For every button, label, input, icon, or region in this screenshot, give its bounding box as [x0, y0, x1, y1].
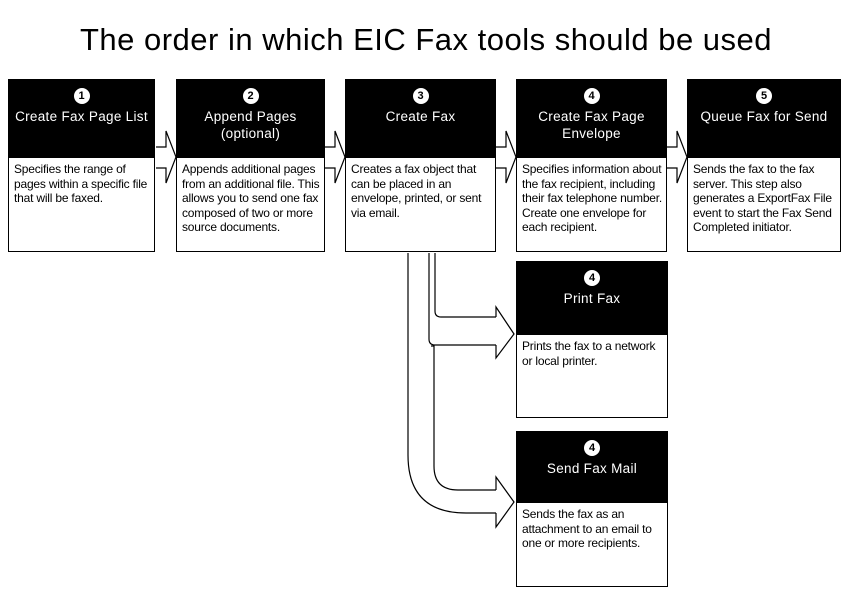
print-fax-pipe-outer [428, 253, 496, 346]
send-fax-mail-number: 4 [588, 442, 596, 454]
step3-header: 3 Create Fax [346, 80, 495, 158]
send-fax-mail-title: Send Fax Mail [546, 461, 638, 476]
print-fax-pipe-inner [434, 253, 496, 318]
connector-create-fax-to-print-fax [428, 253, 515, 360]
step-box-queue-fax-for-send: 5 Queue Fax for Send Sends the fax to th… [687, 79, 841, 252]
step1-description: Specifies the range of pages within a sp… [14, 162, 148, 205]
print-fax-header: 4 Print Fax [517, 262, 667, 335]
flow-arrow-step3-step4 [496, 130, 517, 184]
step-box-create-fax-page-list: 1 Create Fax Page List Specifies the ran… [8, 79, 155, 252]
step4-title: Create Fax Page Envelope [538, 109, 645, 141]
step4-description: Specifies information about the fax reci… [522, 162, 663, 234]
diagram-title: The order in which EIC Fax tools should … [79, 22, 773, 57]
send-fax-mail-pipe-outer [407, 253, 496, 514]
step5-number: 5 [760, 90, 768, 102]
step-box-append-pages: 2 Append Pages (optional) Appends additi… [176, 79, 325, 252]
step4-number: 4 [588, 90, 595, 102]
flow-arrow-step1-step2 [156, 130, 177, 184]
step5-number-badge: 5 [756, 88, 772, 104]
send-fax-mail-number-badge: 4 [584, 440, 600, 456]
alt-box-print-fax: 4 Print Fax Prints the fax to a network … [516, 261, 668, 418]
step5-title: Queue Fax for Send [700, 109, 828, 124]
step4-number-badge: 4 [583, 88, 600, 104]
step3-number-badge: 3 [412, 88, 429, 104]
step5-description: Sends the fax to the fax server. This st… [693, 162, 832, 234]
step1-number-badge: 1 [73, 88, 90, 104]
step3-description: Creates a fax object that can be placed … [351, 162, 482, 220]
step1-number: 1 [78, 90, 85, 102]
step2-number: 2 [247, 90, 254, 102]
connector-create-fax-to-send-fax-mail [407, 253, 515, 529]
print-fax-arrowhead [495, 305, 515, 360]
print-fax-title: Print Fax [563, 291, 621, 306]
step2-description: Appends additional pages from an additio… [182, 162, 320, 234]
step3-title: Create Fax [385, 109, 456, 124]
flow-arrow-step2-step3 [325, 130, 346, 184]
step2-number-badge: 2 [242, 88, 259, 104]
print-fax-description: Prints the fax to a network or local pri… [522, 339, 656, 368]
step-box-create-fax-page-envelope: 4 Create Fax Page Envelope Specifies inf… [516, 79, 667, 252]
print-fax-number: 4 [588, 272, 596, 284]
step4-header: 4 Create Fax Page Envelope [517, 80, 666, 158]
step3-number: 3 [417, 90, 424, 102]
step1-header: 1 Create Fax Page List [9, 80, 154, 158]
step5-header: 5 Queue Fax for Send [688, 80, 840, 158]
print-fax-number-badge: 4 [584, 270, 600, 286]
send-fax-mail-header: 4 Send Fax Mail [517, 432, 667, 503]
step-box-create-fax: 3 Create Fax Creates a fax object that c… [345, 79, 496, 252]
alt-box-send-fax-mail: 4 Send Fax Mail Sends the fax as an atta… [516, 431, 668, 587]
step1-title: Create Fax Page List [15, 109, 148, 124]
flow-arrow-step4-step5 [667, 130, 688, 184]
step2-header: 2 Append Pages (optional) [177, 80, 324, 158]
send-fax-mail-description: Sends the fax as an attachment to an ema… [522, 507, 652, 550]
send-fax-mail-pipe-inner [431, 345, 496, 491]
step2-title: Append Pages (optional) [204, 109, 297, 141]
send-fax-mail-arrowhead [495, 475, 515, 529]
